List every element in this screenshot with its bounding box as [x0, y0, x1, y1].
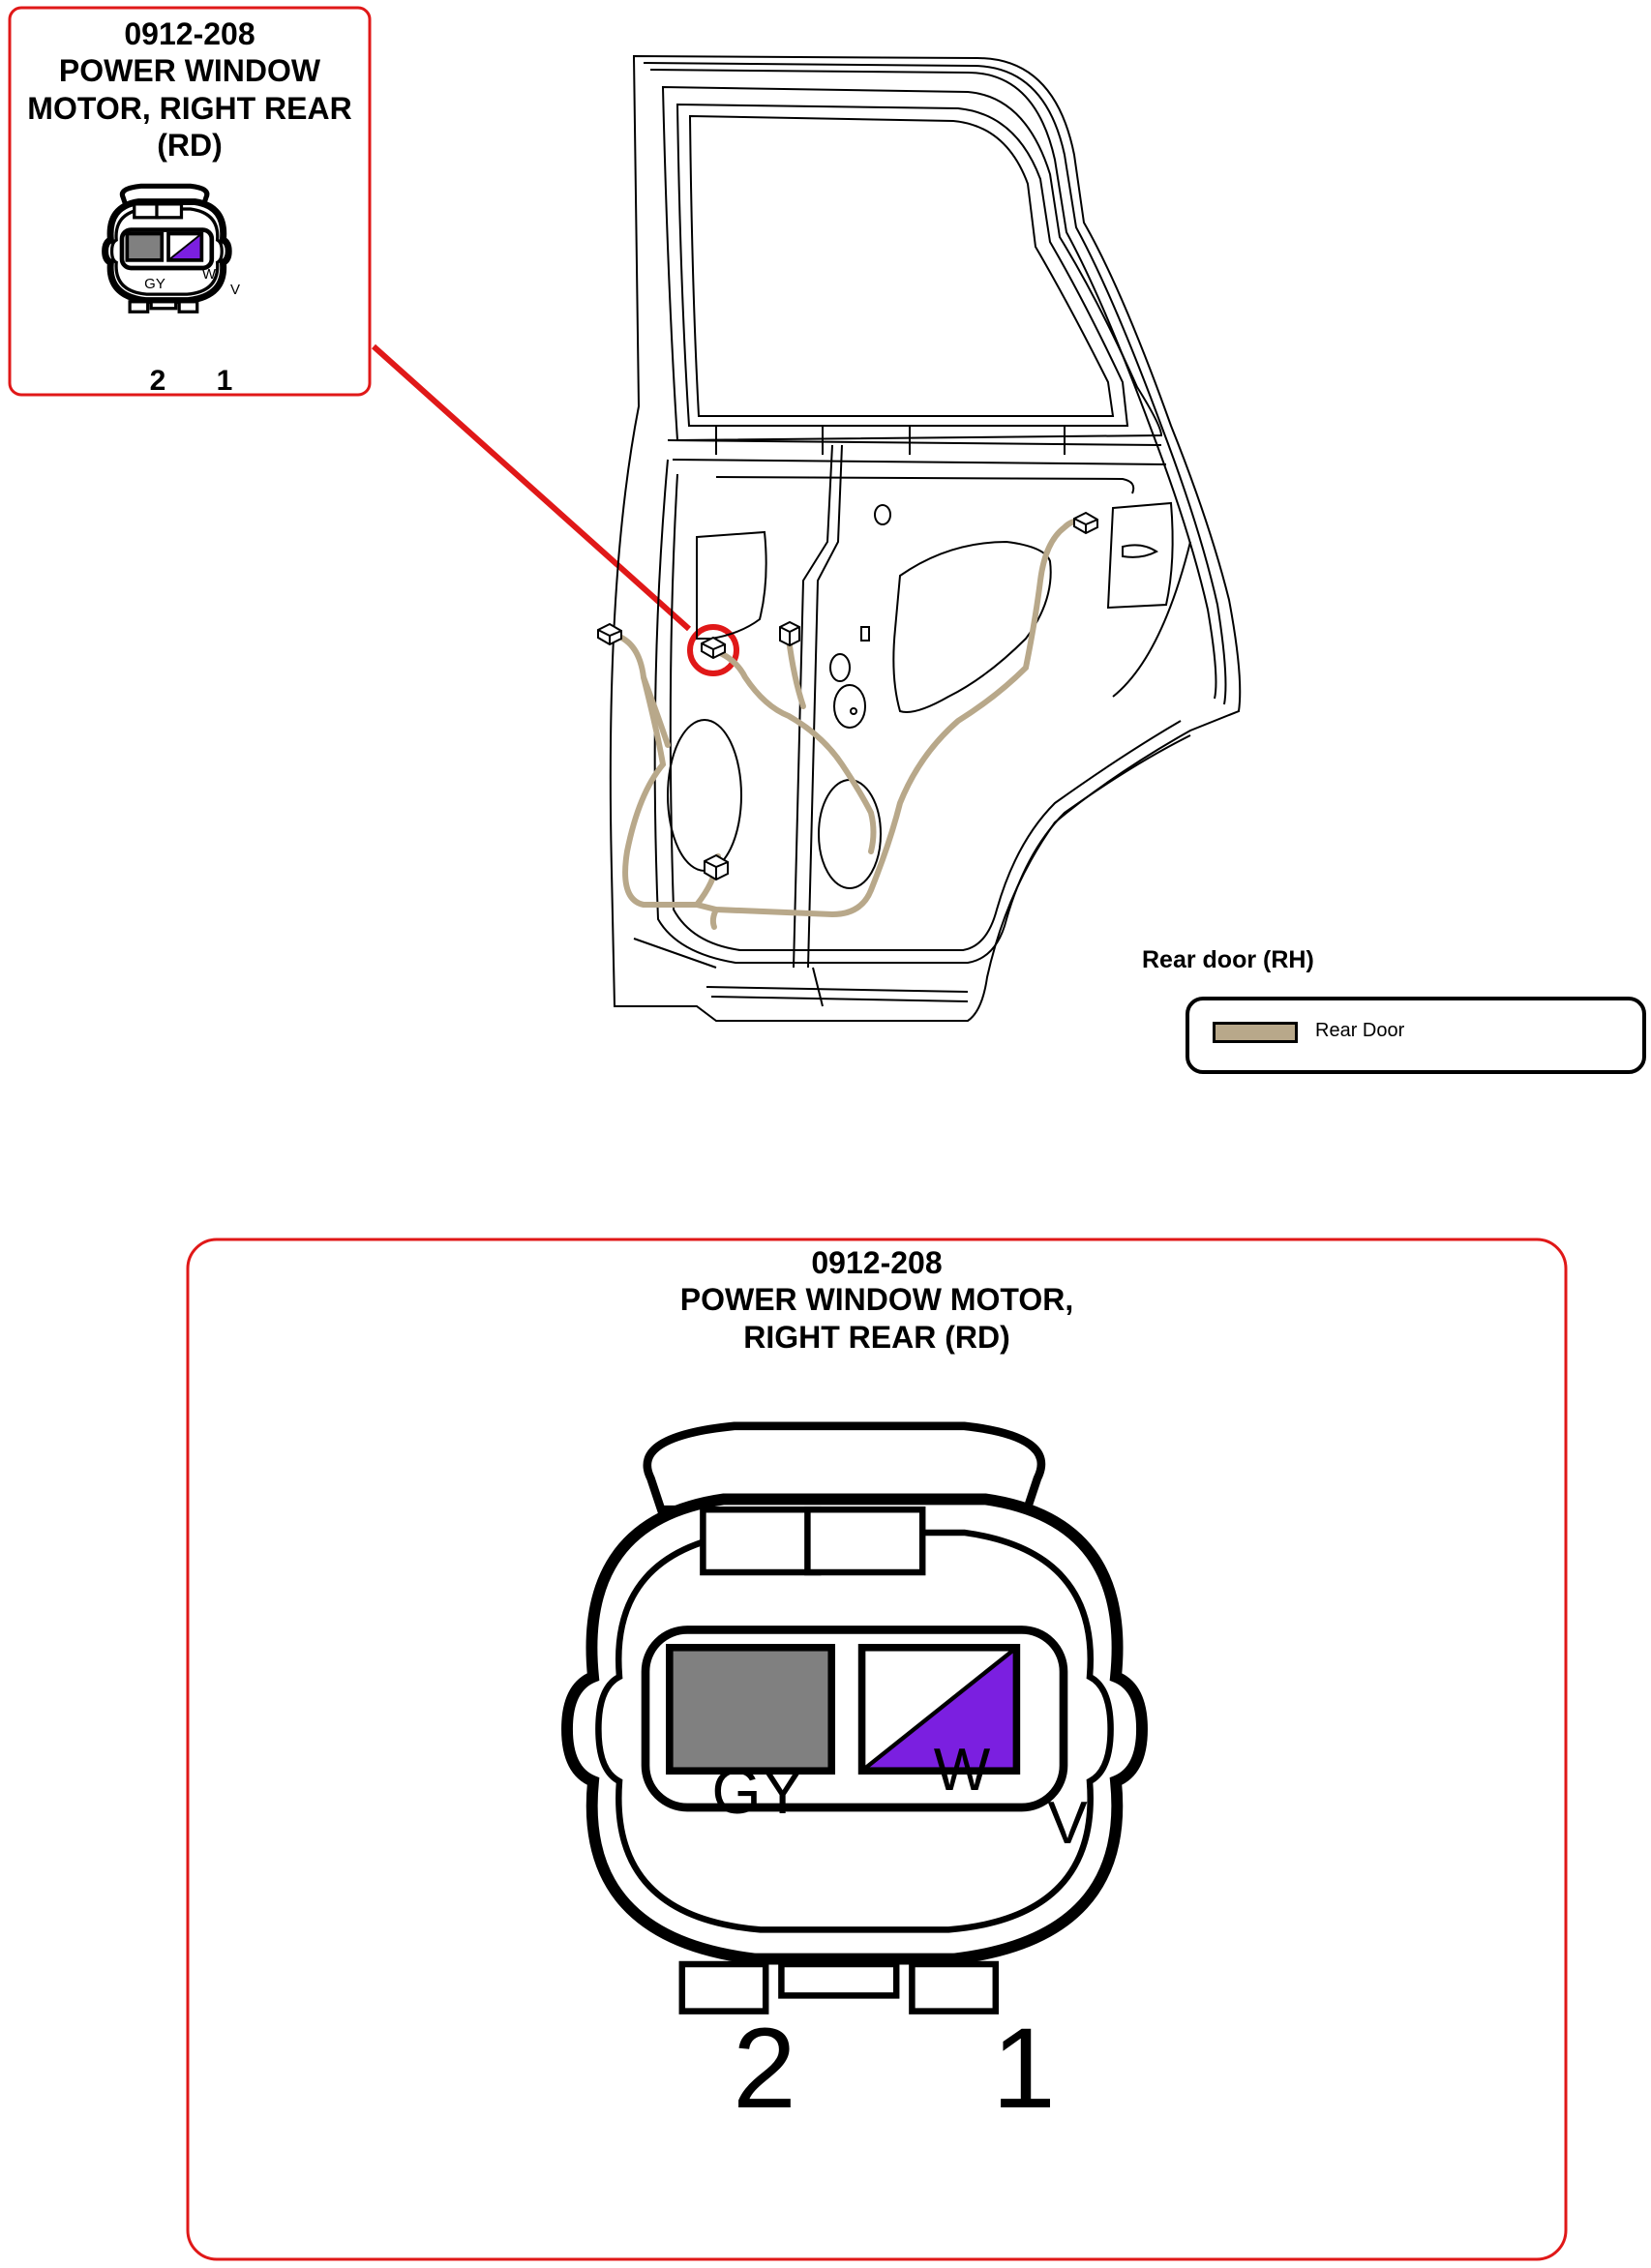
connector-icon: [597, 511, 1098, 881]
pin-1-wire-top-small: W: [202, 266, 217, 283]
legend-item-label: Rear Door: [1315, 1020, 1405, 1041]
legend-title: Rear door (RH): [1142, 946, 1314, 973]
legend-swatch: [1213, 1022, 1298, 1043]
pin-2-number-large: 2: [733, 2005, 796, 2133]
pin-1-wire-bottom-small: V: [230, 282, 240, 298]
wire-harness: [607, 518, 1092, 930]
connector-code-large: 0912-208: [811, 1245, 943, 1280]
pin-1-number-small: 1: [217, 365, 233, 397]
pin-2-number-small: 2: [150, 365, 166, 397]
door-outline: [609, 54, 1242, 1022]
callout-title-large: 0912-208 POWER WINDOW MOTOR, RIGHT REAR …: [290, 1244, 1463, 1356]
connector-icon-large: [561, 1421, 1148, 2014]
connector-name-line2: MOTOR, RIGHT REAR: [27, 90, 352, 126]
connector-icon-small: [102, 183, 232, 313]
pin-2-cavity: [125, 231, 165, 262]
pin-1-cavity: [166, 231, 204, 262]
callout-box-large: [186, 1238, 1568, 2261]
pin-1-wire-bottom-large: V: [1047, 1790, 1088, 1857]
connector-name-line3: (RD): [157, 128, 223, 164]
pin-1-white-large: [861, 1647, 1017, 1772]
connector-body-large: [561, 1421, 1148, 2014]
pin-2-wire-large: GY: [711, 1755, 803, 1827]
pin-1-number-large: 1: [992, 2005, 1056, 2133]
pin-2-wire-small: GY: [144, 276, 165, 292]
callout-title-small: 0912-208 POWER WINDOW MOTOR, RIGHT REAR …: [14, 15, 366, 164]
pin-2-cavity-large: [666, 1643, 836, 1775]
pin-1-cavity-large: [857, 1643, 1021, 1775]
leader-line: [371, 343, 692, 632]
callout-box-small: [8, 6, 372, 397]
connector-code: 0912-208: [124, 16, 255, 51]
pin-1-wire-top-large: W: [934, 1737, 991, 1804]
connector-highlight-circle: [687, 624, 739, 676]
legend-box: Rear Door: [1186, 997, 1646, 1074]
connector-name-large-line1: POWER WINDOW MOTOR,: [679, 1282, 1074, 1318]
connector-name-line1: POWER WINDOW: [58, 53, 321, 89]
connector-name-large-line2: RIGHT REAR (RD): [743, 1319, 1010, 1355]
